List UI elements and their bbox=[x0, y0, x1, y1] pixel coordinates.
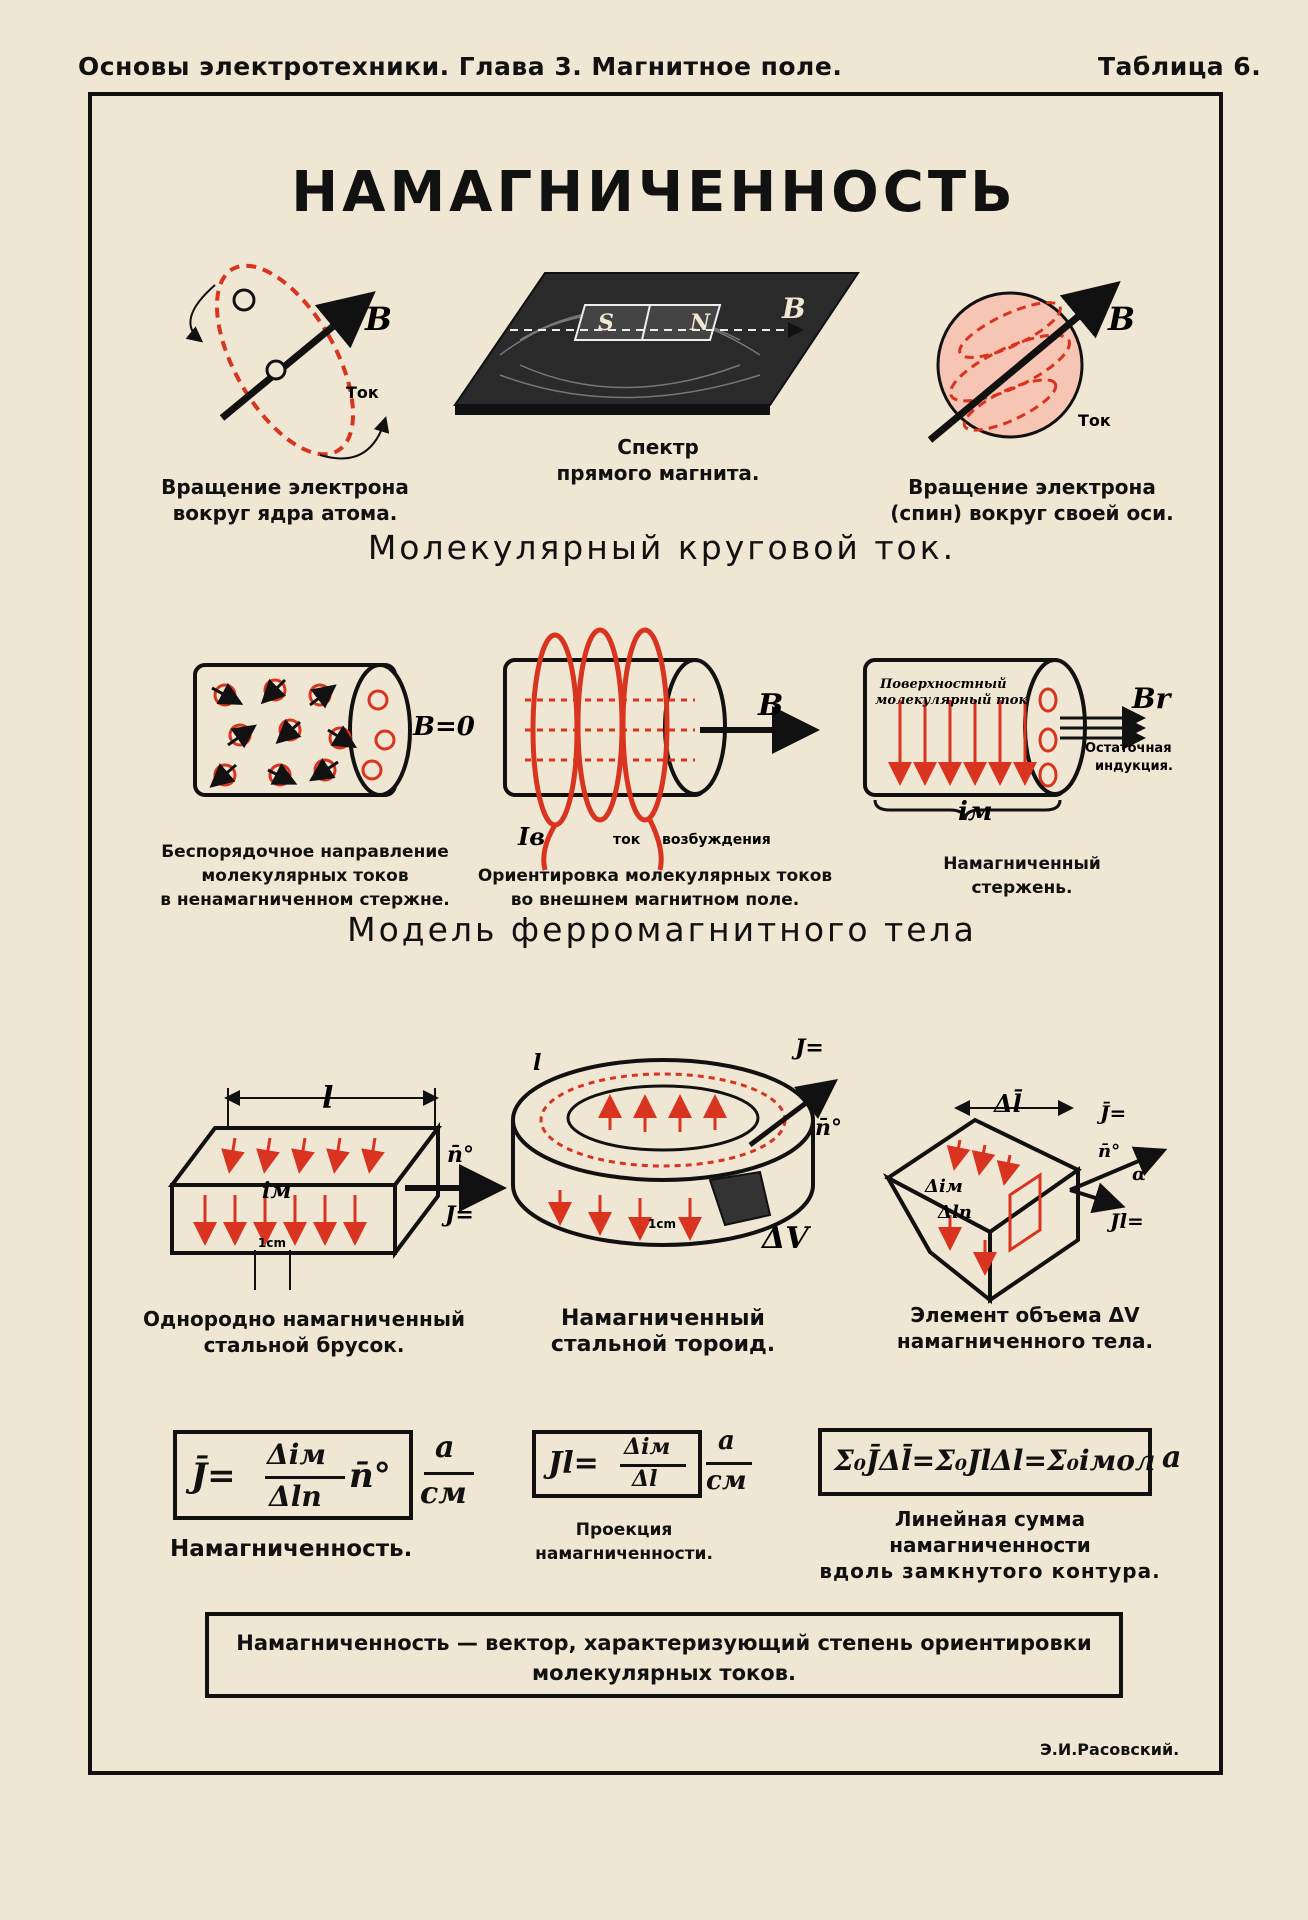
formula-1-numerator: Δiм bbox=[267, 1438, 326, 1471]
caption-spin: Вращение электрона (спин) вокруг своей о… bbox=[890, 475, 1174, 525]
toroid-label-n0: n̄° bbox=[815, 1115, 842, 1141]
spin-figure bbox=[927, 281, 1121, 443]
spin-label-current: Ток bbox=[1078, 411, 1111, 430]
formula-1-lhs: J̄= bbox=[191, 1456, 236, 1496]
oriented-label-iv: Iв bbox=[517, 822, 545, 851]
magnet-label-b: B bbox=[781, 292, 806, 325]
header-left: Основы электротехники. Глава 3. Магнитно… bbox=[78, 52, 843, 81]
definition-box: Намагниченность — вектор, характеризующи… bbox=[205, 1612, 1123, 1698]
magnetized-label-residual-1: Остаточная bbox=[1085, 741, 1172, 756]
formula-1-unit-bar bbox=[424, 1472, 474, 1475]
formula-2-caption: Проекция намагниченности. bbox=[535, 1520, 713, 1564]
caption-magnet-spectrum: Спектр прямого магнита. bbox=[556, 435, 760, 485]
caption-magnetized-bar: Намагниченный стержень. bbox=[943, 854, 1101, 898]
formula-magnetization-box: J̄= Δiм Δln n̄° bbox=[173, 1430, 413, 1520]
caption-oriented-currents: Ориентировка молекулярных токов во внешн… bbox=[477, 866, 833, 910]
magnet-label-s: S bbox=[598, 310, 614, 336]
caption-electron-orbit: Вращение электрона вокруг ядра атома. bbox=[161, 475, 409, 525]
volume-element-figure bbox=[882, 1100, 1168, 1305]
spin-label-b: B bbox=[1107, 300, 1135, 338]
formula-3-expression: Σ₀J̄Δl̄=Σ₀JlΔl=Σ₀iмол bbox=[834, 1444, 1156, 1477]
bar-label-n0: n̄° bbox=[447, 1142, 474, 1168]
random-currents-figure bbox=[193, 663, 412, 797]
element-label-alpha: α bbox=[1132, 1164, 1146, 1185]
magnetized-label-surface-2: молекулярный ток bbox=[875, 693, 1027, 708]
element-label-n0: n̄° bbox=[1098, 1141, 1120, 1162]
bar-label-im: iм bbox=[262, 1178, 291, 1204]
toroid-label-l: l bbox=[533, 1050, 541, 1076]
formula-2-denominator: Δl bbox=[632, 1466, 658, 1492]
formula-2-lhs: Jl= bbox=[548, 1446, 599, 1481]
bar-label-l: l bbox=[322, 1081, 333, 1116]
bar-label-j: J= bbox=[441, 1202, 474, 1228]
definition-text: Намагниченность — вектор, характеризующи… bbox=[236, 1631, 1092, 1685]
formula-2-unit-denominator: см bbox=[706, 1466, 747, 1496]
formula-1-tail: n̄° bbox=[349, 1456, 391, 1496]
formula-1-fraction-bar bbox=[265, 1476, 345, 1479]
element-label-dl: Δl̄ bbox=[993, 1089, 1023, 1118]
oriented-label-excitation-1: ток bbox=[613, 832, 641, 848]
formula-1-denominator: Δln bbox=[269, 1480, 322, 1513]
caption-steel-toroid: Намагниченный стальной тороид. bbox=[550, 1306, 776, 1357]
page-title: НАМАГНИЧЕННОСТЬ bbox=[291, 160, 1017, 225]
section-heading-molecular-current: Молекулярный круговой ток. bbox=[367, 528, 957, 567]
formula-2-unit-numerator: а bbox=[718, 1426, 735, 1456]
toroid-label-dv: ΔV bbox=[760, 1221, 811, 1256]
magnetized-bar-figure bbox=[863, 658, 1146, 821]
oriented-label-b: B bbox=[757, 688, 783, 723]
bar-label-1cm: 1cm bbox=[258, 1236, 286, 1250]
steel-bar-figure bbox=[167, 1088, 507, 1290]
oriented-currents-figure bbox=[503, 627, 820, 871]
header-right: Таблица 6. bbox=[1098, 52, 1262, 81]
orbit-label-b: B bbox=[364, 300, 392, 338]
magnetized-label-surface-1: Поверхностный bbox=[879, 677, 1007, 692]
element-label-j: J̄= bbox=[1096, 1100, 1126, 1125]
element-label-dln: Δln bbox=[937, 1202, 972, 1223]
toroid-label-1cm: 1cm bbox=[648, 1217, 676, 1231]
oriented-label-excitation-2: возбуждения bbox=[662, 832, 771, 848]
author-signature: Э.И.Расовский. bbox=[1040, 1740, 1180, 1759]
magnetized-label-im: iм bbox=[958, 797, 993, 827]
formula-3-unit: а bbox=[1162, 1440, 1182, 1475]
magnet-spectrum-figure bbox=[453, 272, 860, 415]
formula-2-numerator: Δiм bbox=[624, 1434, 671, 1460]
steel-toroid-figure bbox=[511, 1058, 838, 1247]
toroid-label-j: J= bbox=[791, 1035, 824, 1061]
electron-orbit-figure bbox=[185, 263, 390, 460]
formula-linear-sum-box: Σ₀J̄Δl̄=Σ₀JlΔl=Σ₀iмол bbox=[818, 1428, 1156, 1496]
magnetized-label-residual-2: индукция. bbox=[1095, 759, 1173, 774]
magnet-label-n: N bbox=[689, 310, 711, 336]
magnetized-label-br: Br bbox=[1131, 682, 1173, 715]
orbit-label-current: Ток bbox=[346, 383, 379, 402]
formula-3-caption: Линейная сумма намагниченности вдоль зам… bbox=[819, 1507, 1161, 1583]
formula-1-unit-denominator: см bbox=[420, 1476, 467, 1511]
element-label-dim: Δiм bbox=[924, 1176, 963, 1197]
formula-2-unit-bar bbox=[706, 1462, 752, 1465]
caption-volume-element: Элемент объема ΔV намагниченного тела. bbox=[896, 1303, 1154, 1353]
formula-2-fraction-bar bbox=[620, 1464, 686, 1467]
caption-random-currents: Беспорядочное направление молекулярных т… bbox=[160, 842, 450, 910]
random-label-b0: B=0 bbox=[412, 712, 475, 742]
formula-projection-box: Jl= Δiм Δl bbox=[532, 1430, 702, 1498]
formula-1-caption: Намагниченность. bbox=[170, 1536, 413, 1562]
page-frame bbox=[88, 92, 1223, 1775]
section-heading-ferromagnetic-model: Модель ферромагнитного тела bbox=[347, 910, 977, 949]
element-label-jl: Jl= bbox=[1106, 1209, 1144, 1233]
formula-1-unit-numerator: а bbox=[435, 1430, 455, 1465]
caption-steel-bar: Однородно намагниченный стальной брусок. bbox=[143, 1307, 465, 1357]
